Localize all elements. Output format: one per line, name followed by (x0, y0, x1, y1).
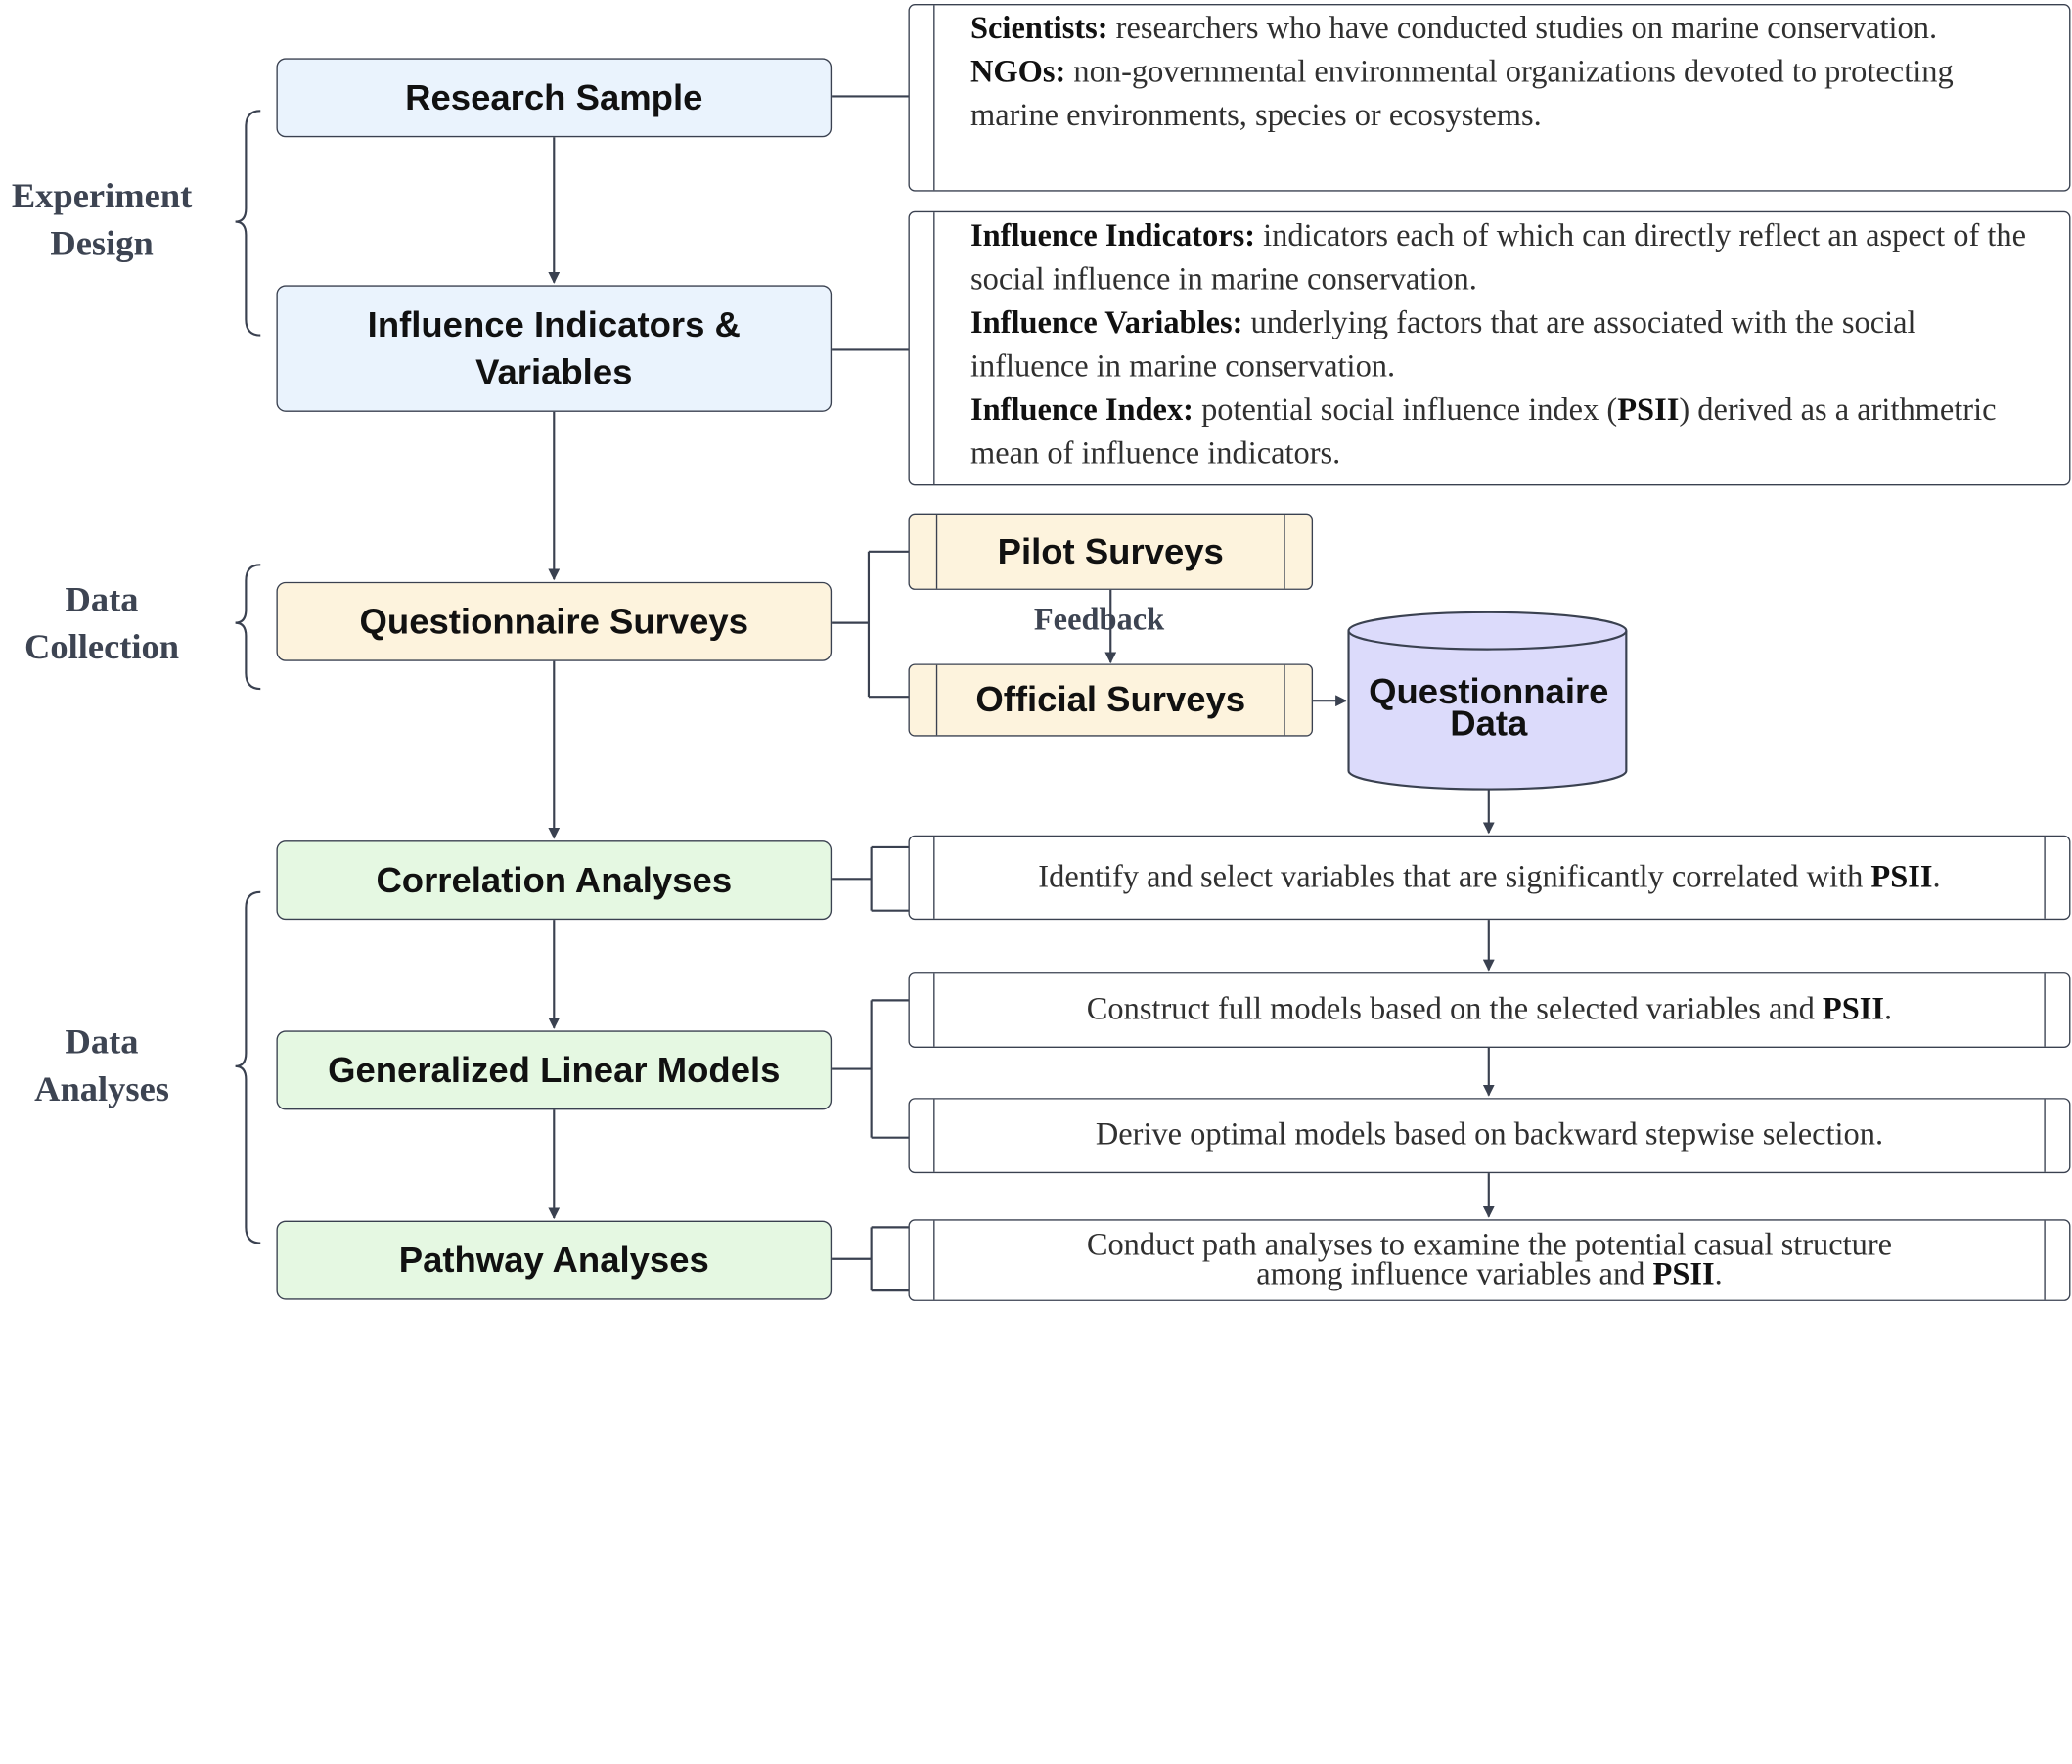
psii-term: PSII (1822, 992, 1885, 1027)
term-influence-indicators: Influence Indicators: (970, 218, 1256, 253)
note-influence: Influence Indicators: indicators each of… (908, 210, 2071, 486)
optimal-models-text: Derive optimal models based on backward … (1095, 1117, 1884, 1153)
step-correlation-analyses: Correlation Analyses (276, 840, 833, 921)
stage-label-experiment-design: Experiment Design (11, 175, 193, 263)
def-influence-index-part2: ) derived as a arithmetric mean of influ… (970, 392, 1997, 472)
note-left-bar (933, 1099, 935, 1172)
data-analyses-brace (235, 890, 261, 1244)
def-ngos: non-governmental environmental organizat… (970, 55, 1954, 134)
note-left-bar (933, 973, 935, 1047)
psii-term: PSII (1652, 1257, 1715, 1292)
pilot-surveys-box: Pilot Surveys (908, 513, 1314, 590)
note-right-bar (2044, 973, 2046, 1047)
connector-pathway-note (832, 1226, 909, 1292)
term-influence-variables: Influence Variables: (970, 305, 1243, 340)
def-influence-indicators: indicators each of which can directly re… (970, 218, 2027, 297)
note-full-models-text: Construct full models based on the selec… (936, 973, 2043, 1046)
note-pathway: Conduct path analyses to examine the pot… (908, 1219, 2071, 1301)
data-collection-brace (235, 564, 261, 691)
survey-left-bar (935, 664, 938, 736)
def-influence-variables: underlying factors that are associated w… (970, 305, 1916, 384)
survey-left-bar (935, 515, 938, 589)
note-left-bar (933, 1220, 935, 1300)
note-research-sample: Scientists: researchers who have conduct… (908, 4, 2071, 192)
connector-layer (235, 95, 1628, 1292)
full-models-text: Construct full models based on the selec… (1086, 992, 1823, 1027)
connector-questionnaire-surveys (832, 550, 909, 699)
note-full-models: Construct full models based on the selec… (908, 972, 2071, 1048)
note-optimal-models: Derive optimal models based on backward … (908, 1098, 2071, 1174)
psii-term: PSII (1870, 859, 1933, 894)
def-influence-index-part1: potential social influence index ( (1193, 392, 1618, 429)
note-right-bar (2044, 1099, 2046, 1172)
note-left-bar (933, 837, 935, 919)
note-left-bar (933, 212, 935, 485)
note-correlation: Identify and select variables that are s… (908, 835, 2071, 921)
step-generalized-linear-models: Generalized Linear Models (276, 1030, 833, 1110)
feedback-label: Feedback (1033, 603, 1165, 638)
step-questionnaire-surveys: Questionnaire Surveys (276, 581, 833, 661)
full-models-end: . (1884, 992, 1893, 1027)
questionnaire-data-line1: Questionnaire (1369, 671, 1609, 712)
pathway-line2: among influence variables and (1256, 1257, 1653, 1292)
note-optimal-models-text: Derive optimal models based on backward … (936, 1100, 2043, 1172)
questionnaire-data-cylinder (1347, 611, 1628, 791)
term-influence-index: Influence Index: (970, 392, 1194, 429)
step-influence-indicators: Influence Indicators & Variables (276, 285, 833, 412)
note-influence-text: Influence Indicators: indicators each of… (970, 215, 2032, 476)
correlation-text: Identify and select variables that are s… (1038, 859, 1871, 894)
pathway-line1: Conduct path analyses to examine the pot… (1086, 1228, 1893, 1263)
def-scientists: researchers who have conducted studies o… (1107, 12, 1938, 47)
pilot-surveys-label: Pilot Surveys (997, 530, 1224, 571)
connector-glm-notes (832, 999, 909, 1139)
connector-correlation-note (832, 845, 909, 912)
note-correlation-text: Identify and select variables that are s… (936, 837, 2043, 919)
step-pathway-analyses: Pathway Analyses (276, 1220, 833, 1300)
questionnaire-data-line2: Data (1450, 702, 1528, 744)
term-scientists: Scientists: (970, 12, 1108, 47)
note-pathway-text: Conduct path analyses to examine the pot… (936, 1221, 2043, 1300)
term-ngos: NGOs: (970, 55, 1066, 90)
note-right-bar (2044, 1220, 2046, 1300)
correlation-end: . (1932, 859, 1941, 894)
note-right-bar (2044, 837, 2046, 919)
psii-term: PSII (1617, 392, 1680, 429)
stage-label-data-analyses: Data Analyses (34, 1020, 169, 1108)
note-research-sample-text: Scientists: researchers who have conduct… (970, 8, 2032, 139)
experiment-design-brace (235, 110, 261, 337)
pathway-end: . (1714, 1257, 1723, 1292)
questionnaire-data-label: Questionnaire Data (1349, 671, 1630, 744)
step-research-sample: Research Sample (276, 58, 833, 138)
stage-label-data-collection: Data Collection (24, 579, 180, 667)
note-left-bar (933, 5, 935, 191)
official-surveys-box: Official Surveys (908, 663, 1314, 737)
official-surveys-label: Official Surveys (975, 679, 1246, 720)
